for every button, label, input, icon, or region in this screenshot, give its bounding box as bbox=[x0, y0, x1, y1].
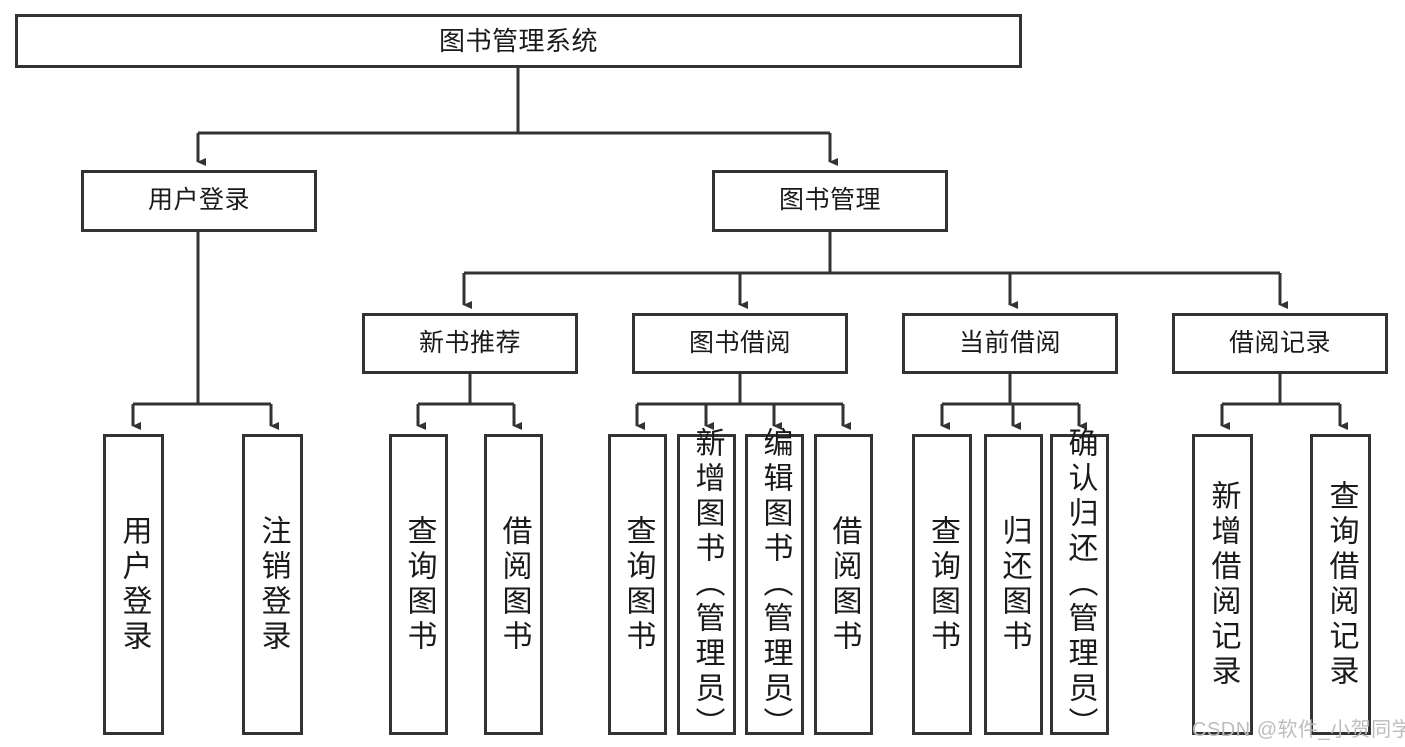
node-label: 编辑图书（管理员） bbox=[758, 427, 792, 742]
node-label: 新增借阅记录 bbox=[1206, 479, 1240, 690]
node-label: 查询图书 bbox=[621, 514, 655, 655]
node-user-login[interactable]: 用户登录 bbox=[81, 170, 317, 232]
node-label: 借阅图书 bbox=[497, 514, 531, 655]
node-leaf-user-logout[interactable]: 注销登录 bbox=[242, 434, 303, 735]
node-current-borrow[interactable]: 当前借阅 bbox=[902, 313, 1118, 374]
node-label: 查询图书 bbox=[402, 514, 436, 655]
node-label: 新增图书（管理员） bbox=[690, 427, 724, 742]
node-leaf-user-login[interactable]: 用户登录 bbox=[103, 434, 164, 735]
node-label: 当前借阅 bbox=[958, 328, 1061, 357]
node-leaf-query-book-3[interactable]: 查询图书 bbox=[912, 434, 972, 735]
node-leaf-query-book-1[interactable]: 查询图书 bbox=[389, 434, 448, 735]
node-leaf-confirm-return[interactable]: 确认归还（管理员） bbox=[1050, 427, 1109, 742]
csdn-watermark: CSDN @软件_小贺同学 bbox=[1192, 719, 1405, 741]
node-label: 图书管理 bbox=[778, 186, 881, 215]
node-borrow-record[interactable]: 借阅记录 bbox=[1172, 313, 1388, 374]
node-book-manage[interactable]: 图书管理 bbox=[712, 170, 948, 232]
node-label: 新书推荐 bbox=[418, 328, 521, 357]
node-label: 图书借阅 bbox=[688, 328, 791, 357]
node-leaf-edit-book[interactable]: 编辑图书（管理员） bbox=[745, 427, 804, 742]
node-label: 注销登录 bbox=[256, 514, 290, 655]
node-leaf-return-book[interactable]: 归还图书 bbox=[984, 434, 1043, 735]
node-label: 归还图书 bbox=[997, 514, 1031, 655]
node-book-borrow[interactable]: 图书借阅 bbox=[632, 313, 848, 374]
node-label: 借阅记录 bbox=[1228, 328, 1331, 357]
node-new-book-recommend[interactable]: 新书推荐 bbox=[362, 313, 578, 374]
node-label: 借阅图书 bbox=[827, 514, 861, 655]
node-label: 查询借阅记录 bbox=[1324, 479, 1358, 690]
node-label: 用户登录 bbox=[147, 186, 250, 215]
node-label: 图书管理系统 bbox=[438, 25, 598, 56]
node-leaf-borrow-book-2[interactable]: 借阅图书 bbox=[814, 434, 873, 735]
node-leaf-add-record[interactable]: 新增借阅记录 bbox=[1192, 434, 1253, 735]
node-leaf-query-book-2[interactable]: 查询图书 bbox=[608, 434, 667, 735]
node-leaf-borrow-book-1[interactable]: 借阅图书 bbox=[484, 434, 543, 735]
node-label: 用户登录 bbox=[117, 514, 151, 655]
node-leaf-query-record[interactable]: 查询借阅记录 bbox=[1310, 434, 1371, 735]
node-root-book-management-system[interactable]: 图书管理系统 bbox=[15, 14, 1022, 68]
node-leaf-add-book[interactable]: 新增图书（管理员） bbox=[677, 427, 736, 742]
node-label: 确认归还（管理员） bbox=[1063, 427, 1097, 742]
node-label: 查询图书 bbox=[926, 514, 959, 655]
